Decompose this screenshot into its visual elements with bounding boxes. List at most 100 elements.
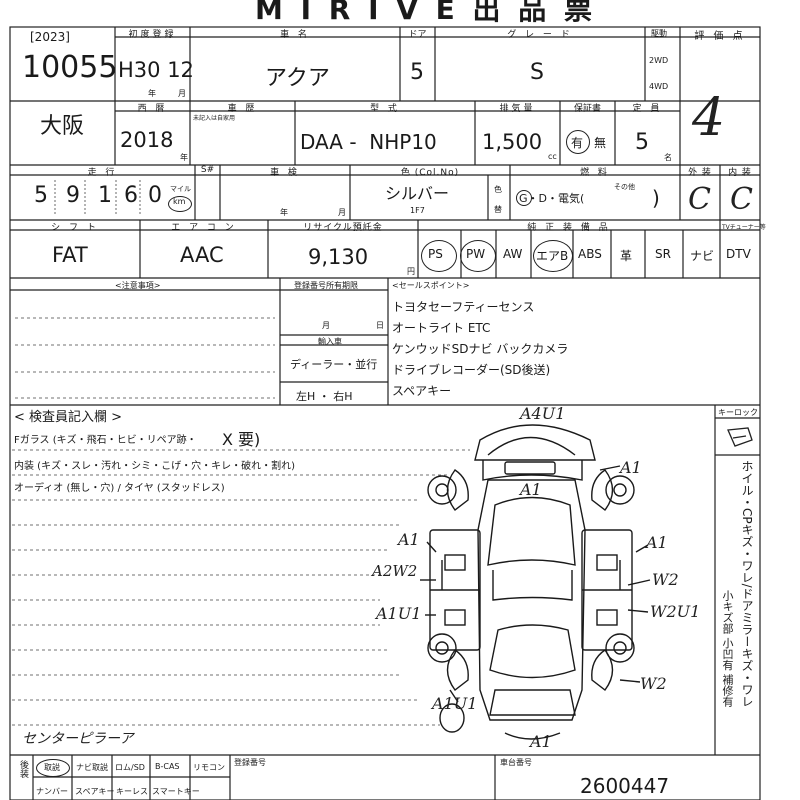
damage-mark: A2W2	[372, 562, 418, 580]
recycle-value: 9,130	[308, 245, 369, 269]
door-label: ドア	[408, 30, 427, 40]
accessory-item: スペアキー	[75, 787, 115, 796]
western-year: 2018	[120, 128, 174, 152]
door-value: 5	[410, 60, 424, 85]
fuel-options: G・D・電気(	[519, 192, 585, 205]
region: 大阪	[40, 114, 85, 139]
color-label: 色 (Col.No)	[400, 168, 460, 178]
equip-dtv: DTV	[726, 247, 751, 261]
car-name-label: 車 名	[280, 30, 310, 40]
damage-mark: A1	[530, 732, 552, 751]
damage-mark: A1	[520, 480, 542, 499]
dealer-label: 登録番号所有期限	[294, 281, 358, 290]
inspection-line1-mark: X 要)	[222, 430, 261, 449]
mileage-label: 走 行	[87, 168, 118, 178]
accessory-item: ナンバー	[36, 787, 68, 796]
warranty-yes-circle	[566, 130, 590, 154]
damage-mark: A1U1	[432, 694, 478, 713]
manual-circle	[36, 759, 70, 777]
warranty-yes: 有	[571, 136, 584, 150]
drive-4wd: 4WD	[649, 82, 669, 91]
rating-label: 評 価 点	[694, 31, 746, 42]
mileage-digit: 1	[98, 183, 112, 208]
inspection-year: 年	[280, 208, 288, 217]
accessory-item: ナビ取説	[76, 763, 108, 772]
inspection-line1: Fガラス (キズ・飛石・ヒビ・リペア跡・	[14, 435, 197, 446]
inspection-line3: オーディオ (無し・穴) / タイヤ (スタッドレス)	[14, 483, 225, 494]
equip-abs: ABS	[578, 247, 602, 261]
equip-ps-circle	[421, 240, 457, 272]
inspection-line2: 内装 (キズ・スレ・汚れ・シミ・こげ・穴・キレ・破れ・割れ)	[14, 461, 295, 472]
mileage-digit: 0	[148, 183, 162, 208]
equip-airbag-circle	[533, 240, 573, 272]
sales-label: <セールスポイント>	[392, 281, 470, 290]
accessory-item: 取説	[44, 763, 60, 772]
reg-label: 初度登録	[128, 30, 177, 40]
damage-mark: A1	[620, 458, 642, 477]
mileage-digit: 9	[66, 183, 80, 208]
color-change: 色替	[494, 185, 502, 214]
cc-unit: cc	[548, 152, 557, 161]
equip-sr: SR	[655, 247, 671, 261]
car-name: アクア	[265, 66, 330, 91]
caution-label: <注意事項>	[115, 281, 161, 290]
reg-year-mark: 年	[148, 89, 156, 98]
damage-mark: W2	[640, 674, 667, 693]
damage-mark: W2U1	[650, 602, 701, 621]
damage-mark: A1U1	[376, 604, 422, 623]
exterior-label: 外 装	[688, 168, 712, 178]
capacity-unit: 名	[664, 153, 672, 162]
shift-value: FAT	[52, 243, 88, 267]
fuel-g-circle	[516, 190, 532, 206]
drive-2wd: 2WD	[649, 56, 669, 65]
side-text-2: 小キズ部 小凹有 補修有	[721, 590, 734, 707]
displacement-label: 排気量	[499, 104, 536, 114]
grade-label: グ レ ー ド	[507, 30, 573, 40]
equip-airbag: エアB	[536, 249, 569, 263]
equipment-label: 純 正 装 備 品	[527, 223, 611, 233]
accessory-item: リモコン	[193, 763, 225, 772]
grade-value: S	[530, 60, 544, 85]
sales-point: スペアキー	[392, 384, 452, 398]
equip-leather: 革	[620, 249, 633, 263]
western-label: 西 暦	[137, 104, 168, 114]
key-lock-label: キーロック	[718, 408, 758, 417]
year-tag: [2023]	[30, 30, 70, 44]
accessory-item: キーレス	[116, 787, 148, 796]
inspection-label: 車 検	[270, 168, 300, 178]
notes-day: 日	[376, 321, 384, 330]
warranty-label: 保証書	[573, 104, 601, 114]
damage-mark: A1	[646, 533, 668, 552]
year-mark: 年	[180, 153, 188, 162]
interior-value: C	[730, 182, 753, 217]
inspection-title: < 検査員記入欄 >	[14, 410, 123, 425]
sales-point: トヨタセーフティーセンス	[392, 300, 535, 314]
mileage-digit: 6	[124, 183, 138, 208]
sales-point: ケンウッドSDナビ バックカメラ	[392, 342, 569, 356]
sales-point: オートライト ETC	[392, 321, 491, 335]
tuner-label: TVチューナー等	[722, 224, 766, 231]
rating-value: 4	[692, 88, 726, 148]
steering: 左H ・ 右H	[296, 390, 353, 403]
form-title: M I R I V E 出 品 票	[255, 0, 597, 26]
accessory-item: B-CAS	[155, 762, 180, 771]
yen-unit: 円	[407, 267, 415, 276]
displacement-value: 1,500	[482, 130, 543, 154]
accessory-label: 後装	[18, 760, 28, 778]
capacity-label: 定 員	[632, 104, 663, 114]
km-circle	[168, 196, 192, 212]
km-unit: km	[173, 197, 186, 206]
reg-month-mark: 月	[178, 89, 186, 98]
equip-pw-circle	[460, 240, 496, 272]
fuel-other: その他	[614, 183, 635, 191]
notes-month: 月	[322, 321, 330, 330]
equip-pw: PW	[466, 247, 486, 261]
s-label: S#	[200, 165, 215, 175]
chassis-label: 車台番号	[500, 758, 532, 767]
reg-value: H30 12	[118, 58, 194, 82]
accessory-item: ロム/SD	[115, 763, 145, 772]
